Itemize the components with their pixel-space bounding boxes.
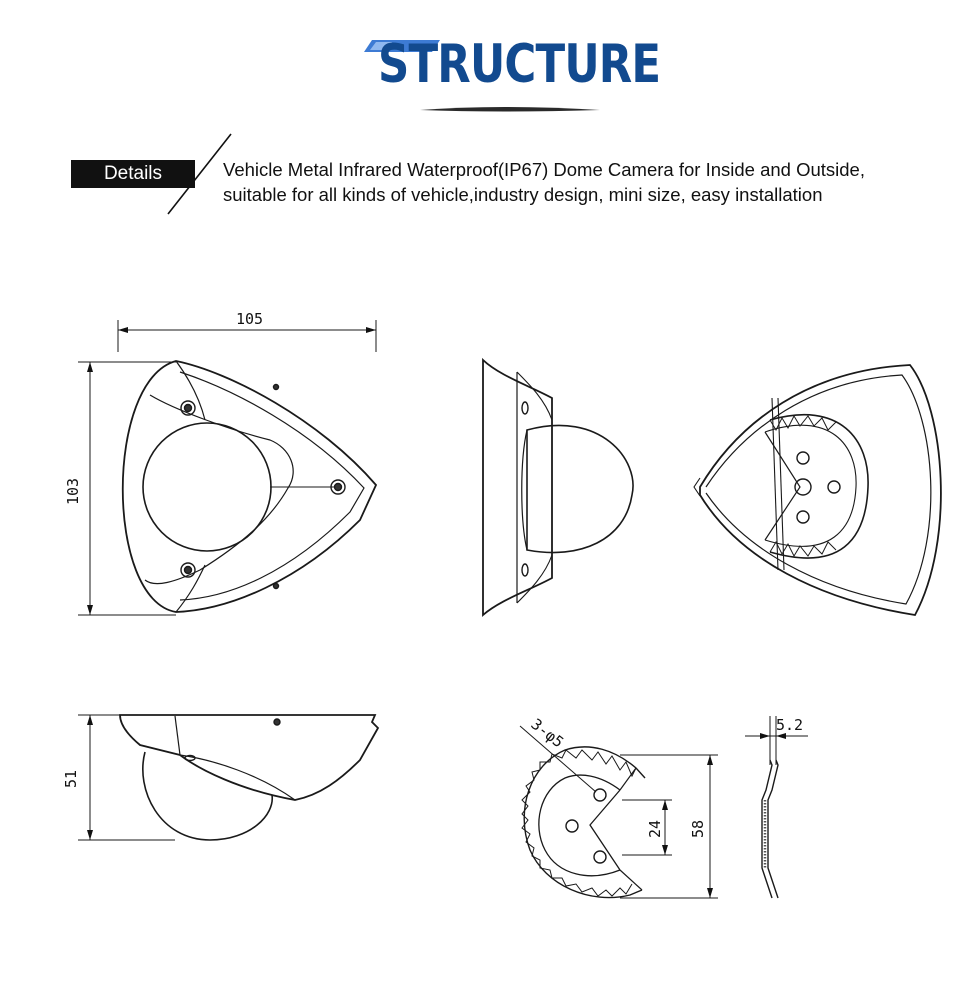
details-description: Vehicle Metal Infrared Waterproof(IP67) …: [223, 157, 865, 207]
page-title: STRUCTURE: [378, 34, 661, 95]
dim-thickness: 5.2: [776, 716, 803, 734]
technical-drawing: 105 103: [0, 240, 979, 986]
dim-height: 103: [64, 478, 82, 505]
page-heading: STRUCTURE: [0, 0, 979, 120]
dim-inner: 24: [646, 820, 664, 838]
details-divider: [167, 133, 232, 215]
dim-width: 105: [236, 310, 263, 328]
details-line: Vehicle Metal Infrared Waterproof(IP67) …: [223, 159, 865, 180]
dim-depth: 51: [62, 770, 80, 788]
profile-view: 51: [62, 714, 380, 841]
side-view: [482, 357, 634, 617]
bracket-edge-view: 5.2: [745, 716, 808, 899]
heading-decoration: [364, 40, 600, 112]
dim-outer: 58: [689, 820, 707, 838]
details-line: suitable for all kinds of vehicle,indust…: [223, 184, 823, 205]
front-view: 105 103: [64, 310, 378, 616]
details-tag: Details: [71, 160, 195, 188]
rear-view: [693, 364, 942, 616]
bracket-view: 3-φ5 24 58: [519, 715, 718, 899]
dim-holes: 3-φ5: [528, 715, 568, 751]
